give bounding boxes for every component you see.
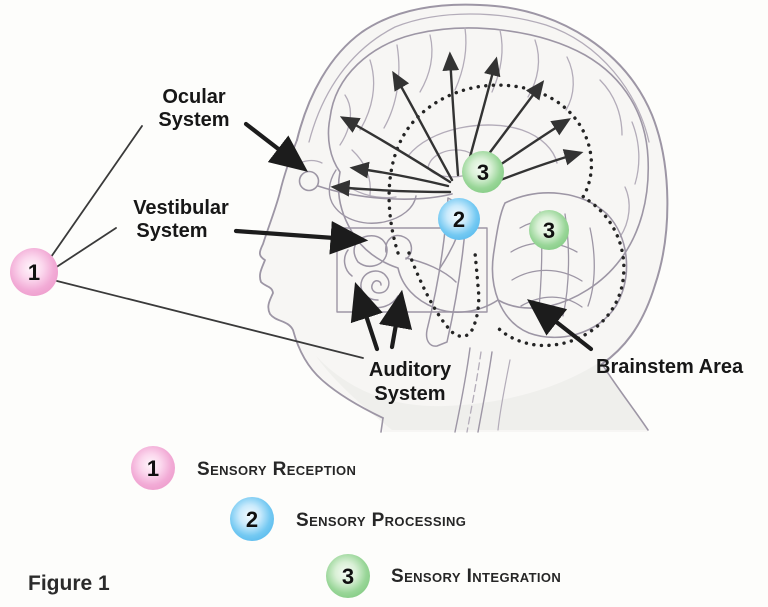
integration-circle-2 bbox=[529, 210, 569, 250]
legend-item-integration: 3 Sensory Integration bbox=[326, 554, 561, 598]
processing-circle bbox=[438, 198, 480, 240]
brainstem-arrow bbox=[527, 299, 594, 352]
spinal-cord-left bbox=[454, 347, 471, 433]
face-profile bbox=[258, 139, 384, 419]
auditory-arrow-2 bbox=[378, 289, 413, 350]
neck-right-edge bbox=[601, 363, 649, 431]
auditory-arrow-1 bbox=[350, 282, 383, 352]
legend-reception-number: 1 bbox=[147, 456, 159, 481]
head-outline bbox=[296, 3, 669, 365]
marker-sensory-reception: 1 bbox=[10, 248, 58, 296]
dotted-brainstem-region bbox=[387, 83, 626, 348]
label-arrows bbox=[233, 121, 594, 352]
line-to-ocular bbox=[50, 125, 143, 258]
label-vestibular-line2: System bbox=[136, 220, 207, 242]
label-connectors bbox=[50, 121, 594, 359]
arrow-left-high bbox=[339, 116, 452, 184]
reception-number: 1 bbox=[28, 260, 40, 285]
dotted-hairpin bbox=[407, 251, 481, 339]
dotted-main-loop bbox=[387, 83, 626, 348]
legend-item-reception: 1 Sensory Reception bbox=[131, 446, 356, 490]
jaw-shading bbox=[316, 356, 648, 430]
arrow-left-low bbox=[330, 179, 452, 197]
label-auditory-line1: Auditory bbox=[369, 359, 452, 381]
label-auditory-line2: System bbox=[374, 383, 445, 405]
text-annotations: Ocular System Vestibular System Auditory… bbox=[133, 86, 744, 405]
label-ocular-line1: Ocular bbox=[162, 86, 226, 108]
legend-item-processing: 2 Sensory Processing bbox=[230, 497, 466, 541]
ocular-arrow bbox=[243, 121, 308, 172]
marker-sensory-integration-cerebellar: 3 bbox=[529, 210, 569, 250]
line-to-auditory bbox=[56, 280, 364, 359]
legend-integration-label: Sensory Integration bbox=[391, 566, 561, 587]
label-vestibular-line1: Vestibular bbox=[133, 197, 229, 219]
diagram-markers: 1 3 2 3 bbox=[10, 151, 569, 296]
legend-integration-circle bbox=[326, 554, 370, 598]
integration-number-1: 3 bbox=[477, 160, 489, 185]
brain-cortex bbox=[327, 27, 650, 313]
legend-processing-circle bbox=[230, 497, 274, 541]
label-ocular-line2: System bbox=[158, 109, 229, 131]
figure-caption: Figure 1 bbox=[28, 572, 110, 595]
reception-circle bbox=[10, 248, 58, 296]
brainstem-path bbox=[425, 197, 468, 347]
spinal-cord-right bbox=[477, 351, 493, 433]
arrow-up-left bbox=[392, 70, 454, 182]
reception-lines bbox=[50, 125, 364, 359]
legend-integration-number: 3 bbox=[342, 564, 354, 589]
integration-circle-1 bbox=[462, 151, 504, 193]
processing-number: 2 bbox=[453, 207, 465, 232]
legend-reception-label: Sensory Reception bbox=[197, 459, 356, 480]
label-brainstem-area: Brainstem Area bbox=[596, 356, 744, 378]
arrow-up-1 bbox=[442, 51, 460, 177]
neck-left-edge bbox=[380, 417, 384, 433]
arrow-left-mid bbox=[349, 161, 450, 188]
eye-circle bbox=[298, 170, 320, 192]
legend: 1 Sensory Reception 2 Sensory Processing… bbox=[131, 446, 561, 598]
integration-number-2: 3 bbox=[543, 218, 555, 243]
line-to-vestibular bbox=[54, 227, 117, 269]
skull-inner-line bbox=[308, 13, 650, 143]
marker-sensory-processing: 2 bbox=[438, 198, 480, 240]
vestibular-arrow bbox=[233, 220, 369, 255]
marker-sensory-integration-thalamic: 3 bbox=[462, 151, 504, 193]
legend-processing-number: 2 bbox=[246, 507, 258, 532]
legend-reception-circle bbox=[131, 446, 175, 490]
brainstem-structure bbox=[425, 197, 511, 433]
neck-fold-line bbox=[497, 359, 511, 431]
legend-processing-label: Sensory Processing bbox=[296, 510, 466, 531]
